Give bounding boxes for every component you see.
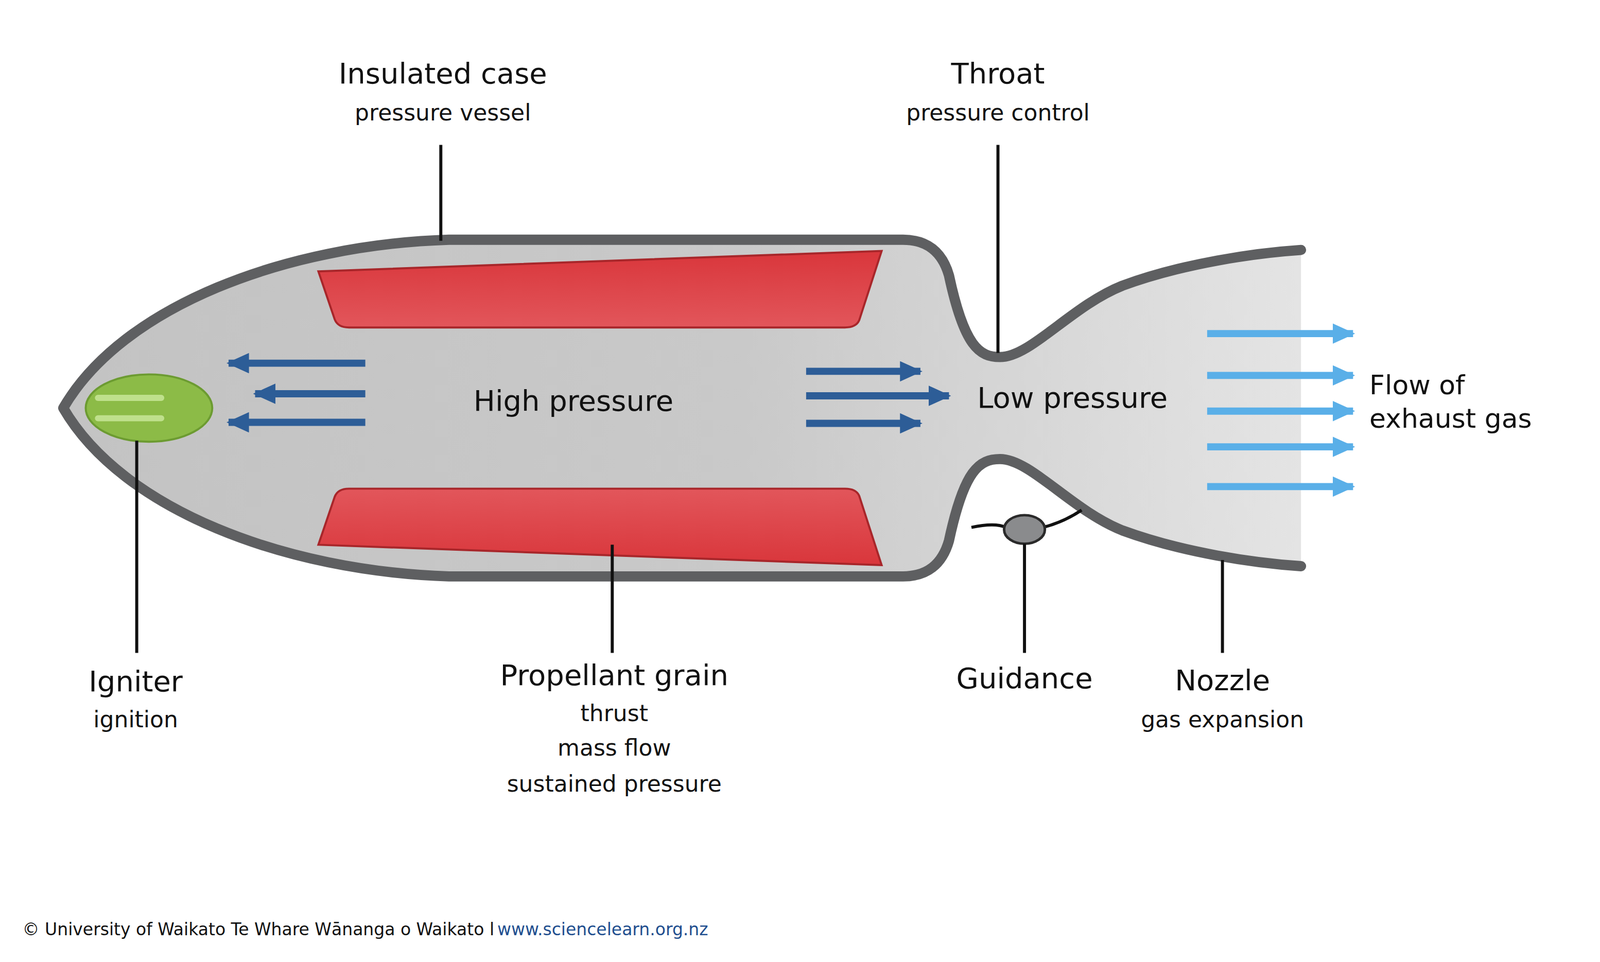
part-name: Igniter [88,663,183,700]
copyright-note: © University of Waikato Te Whare Wānanga… [22,918,495,941]
leader-lines [136,144,1223,653]
chamber-fill [63,239,1301,577]
part-function: gas expansion [1140,705,1304,734]
pressure-arrows [228,363,949,424]
part-function: pressure vessel [354,98,531,127]
exhaust-arrows [1207,333,1353,487]
website-link: www.sciencelearn.org.nz [497,918,709,941]
region-label: High pressure [473,383,674,420]
propellant-grain-top [318,251,882,328]
igniter-symbol [85,374,213,442]
part-name: Nozzle [1174,662,1271,699]
flow-label: Flow of exhaust gas [1369,368,1568,436]
part-function: thrust [580,699,649,728]
part-name: Insulated case [338,55,548,92]
part-name: Guidance [956,660,1093,697]
guidance-symbol [971,510,1082,544]
part-function: mass flow [557,733,671,762]
propellant-grain-bottom [318,488,882,566]
part-function: sustained pressure [507,769,722,798]
part-name: Throat [951,55,1046,92]
part-function: pressure control [906,98,1090,127]
insulated-case-outline [63,239,1301,577]
part-name: Propellant grain [500,657,729,694]
region-label: Low pressure [977,379,1168,416]
part-function: ignition [93,705,179,734]
